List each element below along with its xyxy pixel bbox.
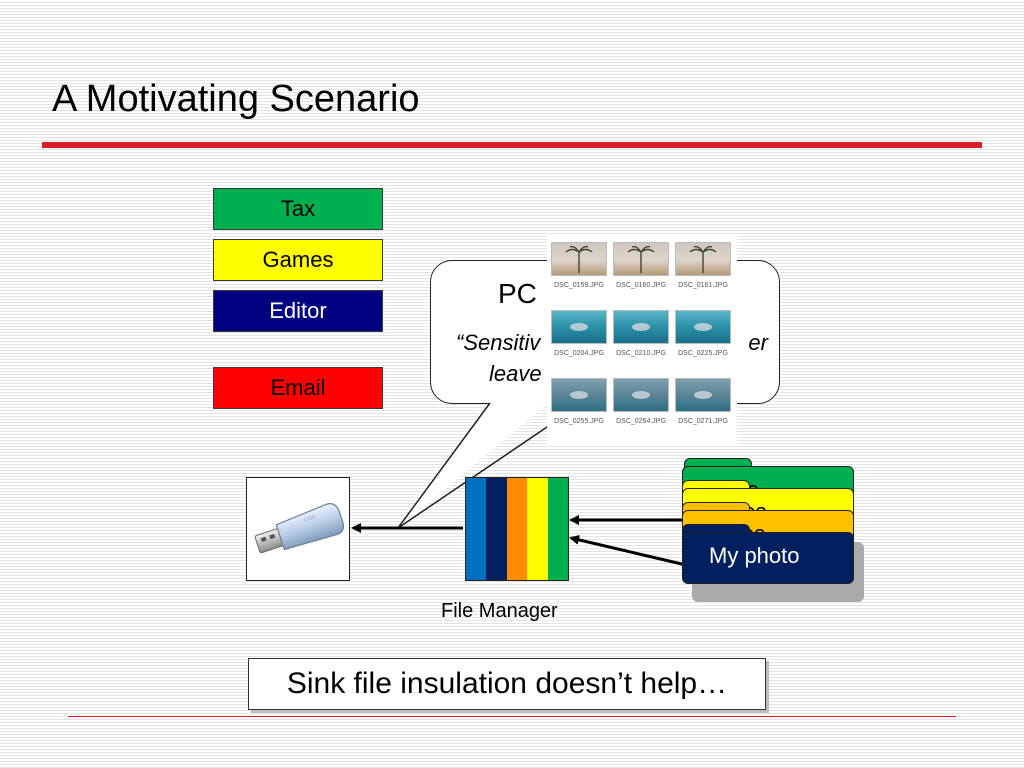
- photo-thumbnail: [551, 378, 607, 412]
- callout-quote-end: er: [748, 330, 768, 355]
- photo-filename: DSC_0225.JPG: [678, 350, 728, 357]
- folder-stack: sitivee filesx filesMy photo: [682, 458, 872, 608]
- callout-quote-start: “Sensitiv: [456, 330, 541, 355]
- app-email: Email: [213, 367, 383, 409]
- photo-thumbnail: [675, 378, 731, 412]
- photo-filename: DSC_0264.JPG: [616, 418, 666, 425]
- callout-quote-line-1: “Sensitiv er: [456, 330, 768, 356]
- photo-thumbnail: [613, 310, 669, 344]
- arrow-from-photo: [569, 534, 687, 567]
- title-divider: [42, 142, 982, 148]
- photo-thumbnail: [613, 378, 669, 412]
- photo-thumbnail: [675, 310, 731, 344]
- photo-filename: DSC_0255.JPG: [554, 418, 604, 425]
- photo-thumbnail-grid: DSC_0159.JPG DSC_0160.JPG DSC_0161.JPG DSC_…: [547, 236, 737, 444]
- photo-filename: DSC_0210.JPG: [616, 350, 666, 357]
- photo-thumbnail: [551, 310, 607, 344]
- photo-thumbnail: [613, 242, 669, 276]
- slide-title: A Motivating Scenario: [52, 78, 420, 120]
- app-games: Games: [213, 239, 383, 281]
- photo-filename: DSC_0204.JPG: [554, 350, 604, 357]
- photo-filename: DSC_0159.JPG: [554, 282, 604, 289]
- photo-filename: DSC_0271.JPG: [678, 418, 728, 425]
- usb-drive: USB: [246, 477, 350, 581]
- file-manager-stripe: [486, 478, 507, 580]
- conclusion-box: Sink file insulation doesn’t help…: [248, 658, 766, 710]
- callout-quote-line-2: leave: [489, 361, 542, 386]
- file-manager-app: [465, 477, 569, 581]
- photo-filename: DSC_0160.JPG: [616, 282, 666, 289]
- file-manager-stripe: [547, 478, 568, 580]
- file-manager-stripe: [466, 478, 487, 580]
- photo-filename: DSC_0161.JPG: [678, 282, 728, 289]
- pc-label: PC: [498, 278, 537, 309]
- app-tax: Tax: [213, 188, 383, 230]
- usb-drive-icon: USB: [254, 503, 345, 554]
- app-editor: Editor: [213, 290, 383, 332]
- footer-divider: [68, 716, 956, 717]
- svg-text:USB: USB: [304, 514, 318, 524]
- file-manager-label: File Manager: [441, 600, 558, 622]
- file-manager-stripe: [506, 478, 528, 580]
- photo-thumbnail: [551, 242, 607, 276]
- photo-thumbnail: [675, 242, 731, 276]
- folder-3: My photo: [682, 532, 854, 584]
- file-manager-stripe: [527, 478, 548, 580]
